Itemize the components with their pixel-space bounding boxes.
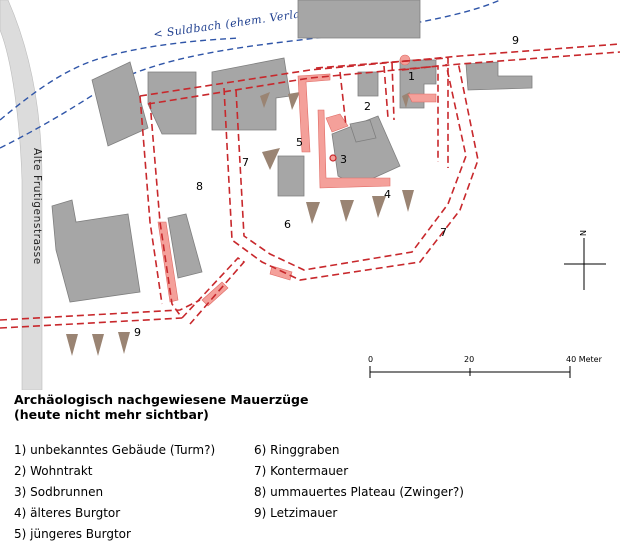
stream-label: < Suldbach (ehem. Verlauf) [153,5,318,41]
building [167,213,203,279]
moat-marker [66,334,78,356]
legend-title-line2: (heute nicht mehr sichtbar) [14,407,209,422]
castle-inner-east-inner [401,65,439,162]
label-5: 5 [296,136,303,149]
north-label: N [579,230,588,236]
legend-column-2: 6) Ringgraben 7) Kontermauer 8) ummauert… [254,440,464,524]
castle-inner-north [315,61,395,121]
building [91,61,149,147]
label-3: 3 [340,153,347,166]
moat-marker [118,332,130,354]
castle-inner-mid [383,65,389,119]
proven-wall [407,93,437,103]
building [331,115,401,187]
north-arrow [564,238,606,290]
label-7-east: 7 [440,226,447,239]
moat-markers [66,92,414,356]
moat-marker [288,92,300,110]
road-label: Alte Frutigenstrasse [31,148,43,265]
building [51,199,141,303]
label-2: 2 [364,100,371,113]
legend-item: 7) Kontermauer [254,464,349,478]
label-9-north: 9 [512,34,519,47]
building [465,61,533,91]
castle-inner-west [339,71,347,127]
legend-item: 8) ummauertes Plateau (Zwinger?) [254,485,464,499]
legend-title-line1: Archäologisch nachgewiesene Mauerzüge [14,392,309,407]
label-4: 4 [384,188,391,201]
label-1: 1 [408,70,415,83]
scale-tick-0: 0 [368,355,373,364]
proven-tower-spot [399,54,411,66]
label-7-west: 7 [242,156,249,169]
legend-item: 9) Letzimauer [254,506,338,520]
scale-tick-20: 20 [464,355,474,364]
proven-wall [297,73,331,153]
legend-item: 6) Ringgraben [254,443,340,457]
legend: Archäologisch nachgewiesene Mauerzüge (h… [14,392,614,541]
legend-item: 1) unbekanntes Gebäude (Turm?) [14,443,216,457]
building [349,119,377,143]
building [297,0,421,39]
castle-site-map: < Suldbach (ehem. Verlauf) [0,0,620,390]
legend-item: 4) älteres Burgtor [14,506,121,520]
legend-item: 5) jüngeres Burgtor [14,527,131,541]
scale-tick-40: 40 Meter [566,355,603,364]
legend-title: Archäologisch nachgewiesene Mauerzüge (h… [14,392,614,422]
legend-item: 3) Sodbrunnen [14,485,104,499]
letzimauer-bottom [0,299,201,321]
castle-inner-east [391,57,449,168]
road-alte-frutigenstrasse [0,0,43,390]
moat-marker [92,334,104,356]
buildings [51,0,533,303]
label-9-south: 9 [134,326,141,339]
proven-wall [325,113,349,133]
kontermauer-inner [235,63,467,271]
moat-marker [340,200,354,222]
letzimauer-top-inner [147,51,620,105]
plateau-wall-west [149,101,183,319]
building [147,71,197,135]
proven-wall [201,281,229,307]
label-8: 8 [196,180,203,193]
proven-wall [317,109,391,189]
proven-wall [157,221,179,303]
kontermauer-outer [223,61,479,281]
moat-marker [402,190,414,212]
moat-marker [372,196,386,218]
building [277,155,305,197]
building [357,71,379,97]
stream-suldbach-branch [0,37,241,121]
scale-bar [369,366,571,378]
moat-marker [260,92,270,108]
well [329,154,337,162]
moat-marker [306,202,320,224]
stream-suldbach [0,0,501,149]
moat-marker [402,92,410,108]
letzimauer-bottom-inner [0,317,183,329]
legend-column-1: 1) unbekanntes Gebäude (Turm?) 2) Wohntr… [14,440,215,545]
label-6: 6 [284,218,291,231]
dashed-walls [0,43,620,329]
proven-wall [269,265,293,281]
plateau-wall-west-inner [139,95,163,305]
legend-item: 2) Wohntrakt [14,464,93,478]
moat-marker [262,148,280,170]
